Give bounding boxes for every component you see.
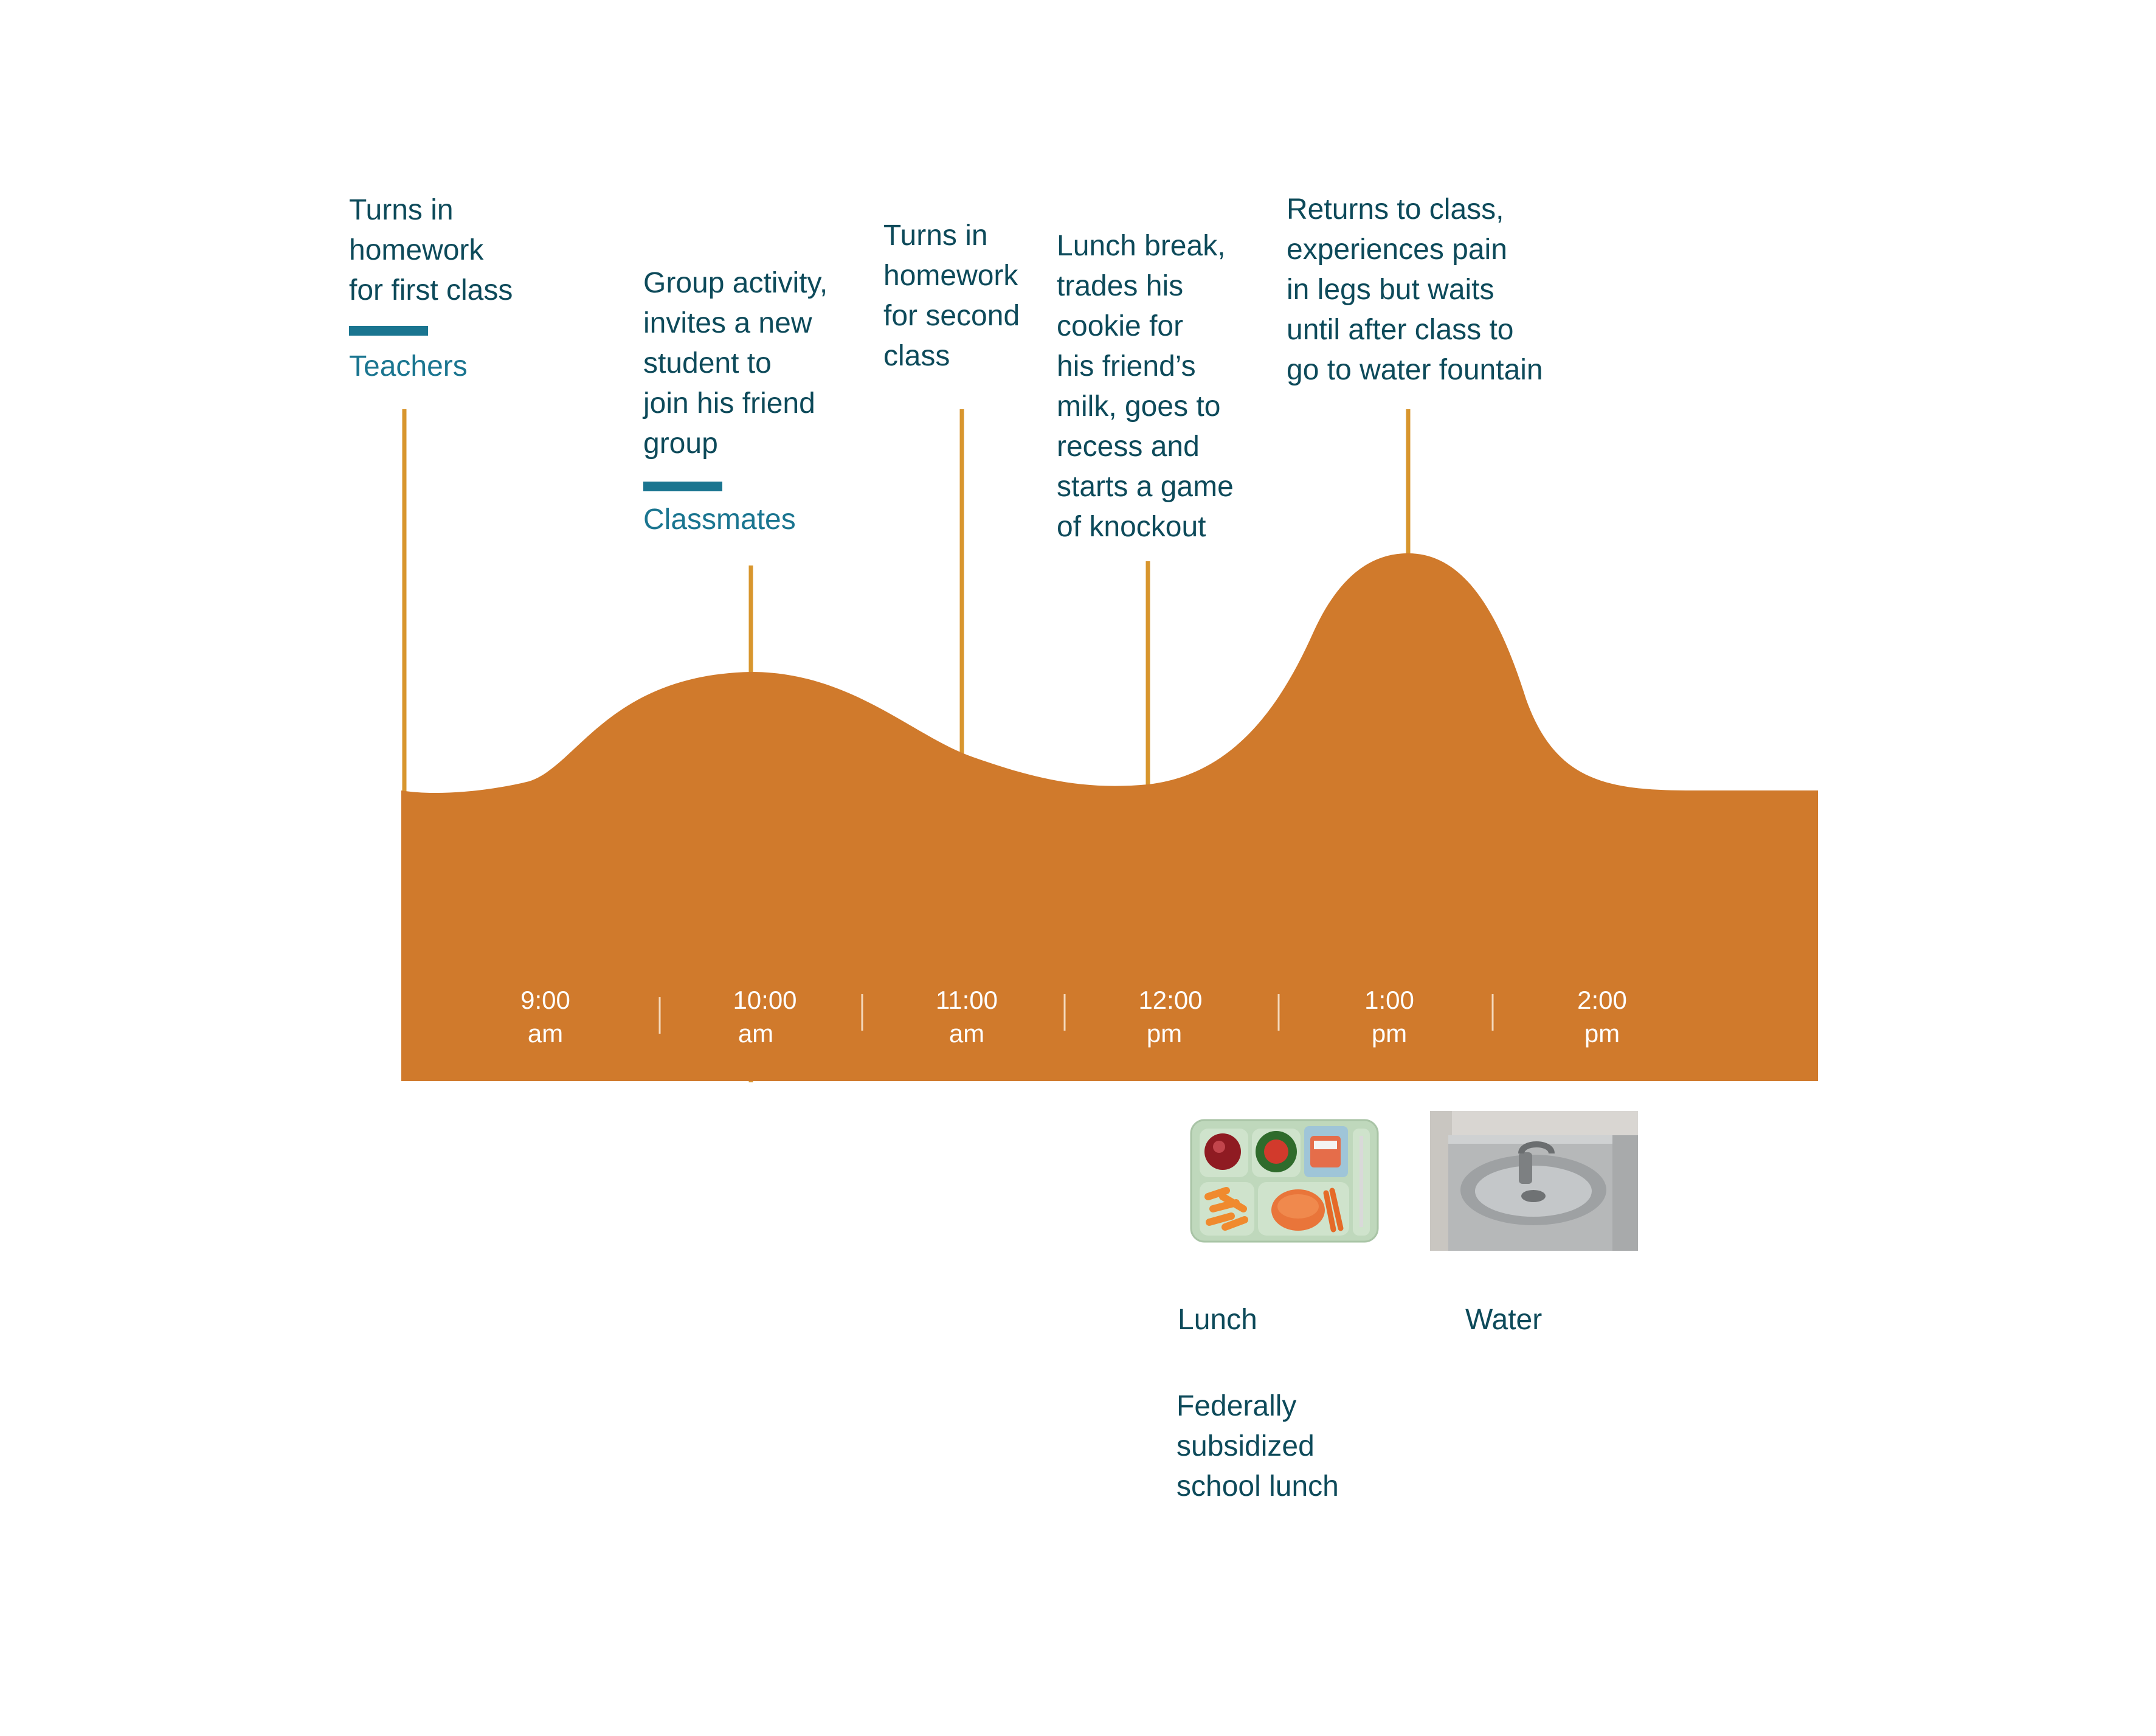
tick-label-1pm: 1:00 pm <box>1328 983 1450 1050</box>
tick-period: pm <box>1584 1019 1620 1048</box>
annotation-4: Lunch break, trades his cookie for his f… <box>1057 230 1234 543</box>
annotation-1: Turns in homework for first class <box>349 194 513 306</box>
annotation-2: Group activity, invites a new student to… <box>643 267 828 460</box>
tick-label-10am: 10:00 am <box>704 983 826 1050</box>
tick-period: am <box>738 1019 774 1048</box>
resource-lunch-description: Federally subsidized school lunch <box>1176 1390 1339 1503</box>
tick-time: 1:00 <box>1364 986 1414 1014</box>
annotation-3: Turns in homework for second class <box>883 220 1020 372</box>
annotation-5: Returns to class, experiences pain in le… <box>1287 193 1543 386</box>
tick-period: am <box>948 1019 985 1048</box>
classmates-bar <box>643 482 722 491</box>
category-teachers: Teachers <box>349 350 468 382</box>
tick-time: 12:00 <box>1138 986 1203 1014</box>
tick-period: pm <box>1371 1019 1408 1048</box>
category-classmates: Classmates <box>643 503 796 536</box>
tick-period: pm <box>1146 1019 1183 1048</box>
tick-time: 2:00 <box>1577 986 1627 1014</box>
tick-label-2pm: 2:00 pm <box>1541 983 1663 1050</box>
tick-time: 9:00 <box>520 986 570 1014</box>
resource-water-title: Water <box>1465 1304 1543 1336</box>
resource-lunch-title: Lunch <box>1178 1304 1257 1336</box>
tick-label-11am: 11:00 am <box>906 983 1028 1050</box>
teachers-bar <box>349 326 428 336</box>
stress-area <box>401 553 1818 1081</box>
tick-label-9am: 9:00 am <box>485 983 606 1050</box>
tick-period: am <box>527 1019 564 1048</box>
tick-label-12pm: 12:00 pm <box>1110 983 1231 1050</box>
lunch-tray-icon <box>1190 1119 1379 1243</box>
tick-time: 11:00 <box>936 986 998 1014</box>
water-fountain-icon <box>1430 1111 1638 1251</box>
tick-time: 10:00 <box>733 986 797 1014</box>
